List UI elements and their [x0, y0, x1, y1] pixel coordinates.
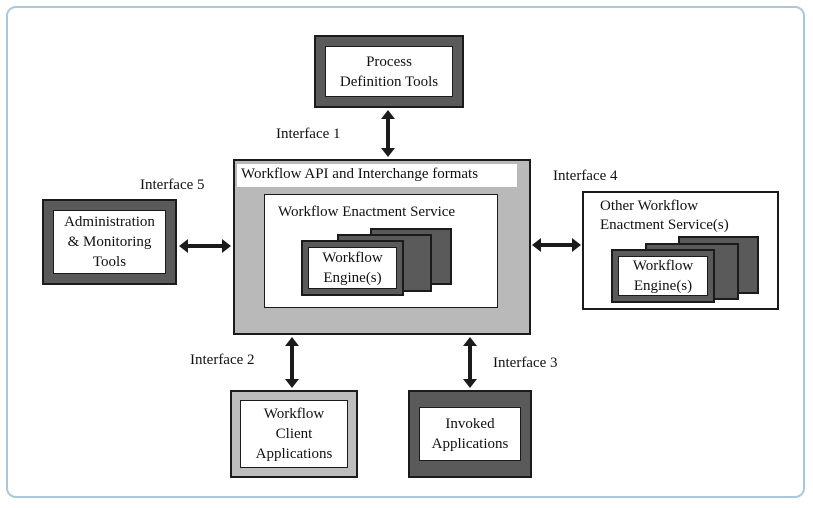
interface-5-arrow	[179, 239, 231, 253]
interface-3-label: Interface 3	[493, 355, 558, 371]
administration-tools-label: Administration & Monitoring Tools	[53, 210, 166, 274]
workflow-api-title: Workflow API and Interchange formats	[241, 166, 479, 182]
interface-3-arrow	[463, 337, 477, 388]
workflow-engine-main-box: Workflow Engine(s)	[301, 240, 404, 296]
process-definition-tools-box: Process Definition Tools	[314, 35, 464, 108]
workflow-engine-other-label: Workflow Engine(s)	[618, 256, 708, 296]
workflow-api-title-bg	[237, 164, 517, 187]
workflow-engine-main-label: Workflow Engine(s)	[308, 247, 397, 289]
workflow-engine-other-box: Workflow Engine(s)	[611, 249, 715, 303]
interface-2-arrow	[285, 337, 299, 388]
interface-5-label: Interface 5	[140, 177, 205, 193]
administration-tools-box: Administration & Monitoring Tools	[42, 199, 177, 285]
interface-4-label: Interface 4	[553, 168, 618, 184]
interface-1-label: Interface 1	[276, 126, 341, 142]
invoked-applications-box: Invoked Applications	[408, 390, 532, 478]
invoked-applications-label: Invoked Applications	[419, 407, 521, 461]
interface-2-label: Interface 2	[190, 352, 255, 368]
interface-1-arrow	[381, 110, 395, 157]
workflow-client-applications-box: Workflow Client Applications	[230, 390, 358, 478]
interface-4-arrow	[532, 238, 581, 252]
workflow-enactment-service-label: Workflow Enactment Service	[278, 204, 456, 220]
other-workflow-service-label: Other Workflow Enactment Service(s)	[600, 198, 729, 233]
workflow-client-applications-label: Workflow Client Applications	[240, 400, 348, 468]
process-definition-tools-label: Process Definition Tools	[325, 46, 453, 97]
